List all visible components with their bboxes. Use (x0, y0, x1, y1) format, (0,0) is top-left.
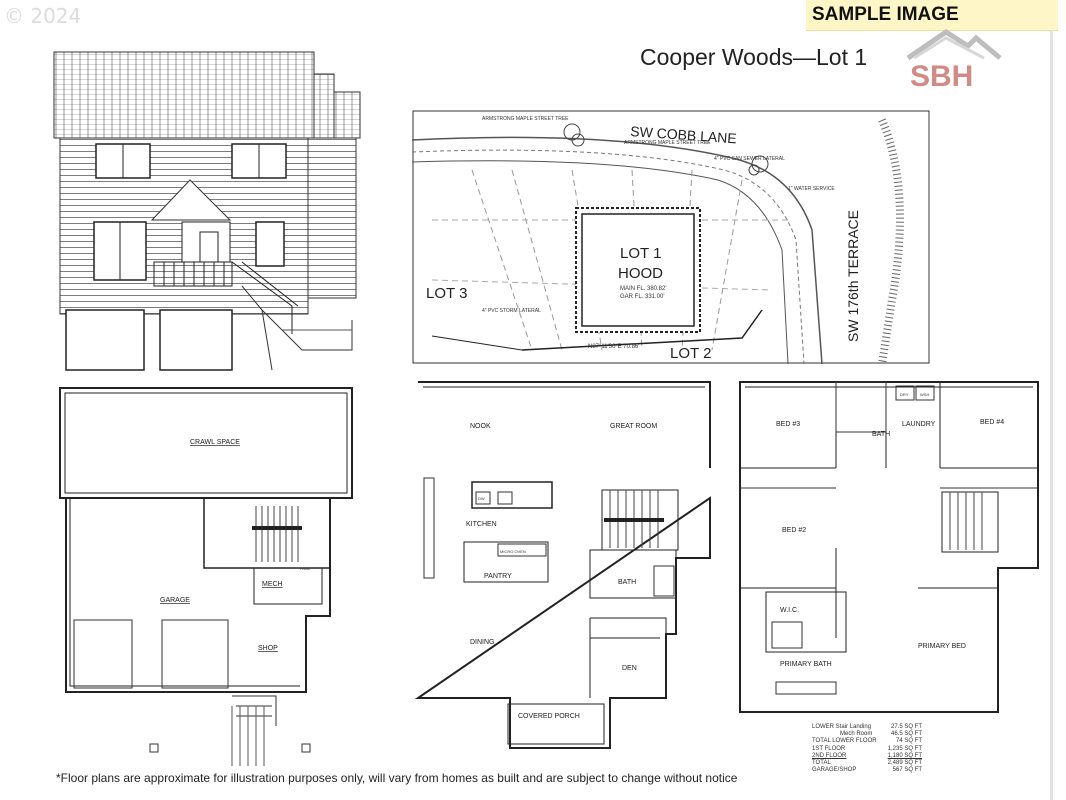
sqft-row: Mech Room 46.5 SQ FT (812, 731, 922, 738)
site-plan-drawing: SW COBB LANE SW 176th TERRACE LOT 1 HOOD… (412, 110, 930, 364)
upper-primary-bath-label: PRIMARY BATH (780, 661, 832, 668)
sqft-value: 1,235 SQ FT (887, 745, 922, 752)
site-note-sewer: 4" PVC SAN SEWER LATERAL (714, 156, 785, 162)
site-lot-label: LOT 1 (620, 245, 661, 262)
main-den-label: DEN (622, 665, 637, 672)
sqft-value: 2,489 SQ FT (887, 760, 922, 767)
main-dining-label: DINING (470, 639, 495, 646)
site-note-water: 1" WATER SERVICE (788, 186, 835, 192)
site-plan-name: HOOD (618, 265, 663, 282)
site-main-floor-elev: MAIN FL. 380.82' (620, 286, 667, 292)
main-covered-porch-label: COVERED PORCH (518, 713, 580, 720)
sqft-row: TOTAL LOWER FLOOR 74 SQ FT (812, 738, 922, 745)
sqft-label: TOTAL (812, 760, 831, 767)
main-nook-label: NOOK (470, 423, 491, 430)
sqft-label: TOTAL LOWER FLOOR (812, 738, 877, 745)
upper-wic-label: W.I.C. (780, 607, 799, 614)
page-title: Cooper Woods—Lot 1 (640, 44, 868, 70)
copyright-text: © 2024 (4, 4, 82, 28)
upper-primary-bed-label: PRIMARY BED (918, 643, 966, 650)
sqft-row: 1ST FLOOR 1,235 SQ FT (812, 746, 922, 753)
main-dw-label: DW (478, 496, 485, 501)
sqft-value: 567 SQ FT (892, 767, 922, 774)
upper-wsh-label: WSH (920, 392, 929, 397)
site-note-bearing: N87°11'30"E 70.86' (588, 344, 639, 350)
upper-bed4-label: BED #4 (980, 419, 1004, 426)
lower-hvac-label: HVAC (300, 566, 311, 571)
sqft-value: 46.5 SQ FT (890, 731, 922, 738)
sqft-value: 1,180 SQ FT (887, 752, 922, 759)
sqft-label: 2ND FLOOR (812, 752, 847, 759)
main-bath-label: BATH (618, 579, 636, 586)
sqft-label: Mech Room (840, 731, 873, 738)
lower-shop-label: SHOP (258, 645, 278, 652)
sqft-value: 27.5 SQ FT (890, 724, 922, 730)
disclaimer-footnote: *Floor plans are approximate for illustr… (56, 771, 738, 785)
lower-crawl-label: CRAWL SPACE (190, 439, 240, 446)
logo-text: SBH (910, 60, 973, 90)
site-lot-bottom: LOT 2 (670, 345, 711, 362)
main-floor-plan: NOOK GREAT ROOM KITCHEN MICRO OVEN DW PA… (414, 381, 711, 749)
main-micro-oven-label: MICRO OVEN (500, 549, 526, 554)
square-footage-table: LOWER Stair Landing 27.5 SQ FT Mech Room 4… (812, 724, 922, 774)
sqft-label: 1ST FLOOR (812, 745, 846, 752)
sqft-label: LOWER Stair Landing (812, 724, 872, 730)
upper-floor-plan: BED #3 BATH LAUNDRY DRY WSH BED #4 BED #… (739, 381, 1039, 713)
upper-bath-label: BATH (872, 431, 890, 438)
main-great-room-label: GREAT ROOM (610, 423, 657, 430)
sqft-row: LOWER Stair Landing 27.5 SQ FT (812, 724, 922, 731)
front-elevation-drawing (53, 51, 361, 371)
site-street-right: SW 176th TERRACE (845, 210, 861, 342)
sbh-logo: SBH (906, 29, 1002, 90)
site-lot-left: LOT 3 (426, 285, 467, 302)
site-garage-floor-elev: GAR FL. 331.00' (620, 294, 665, 300)
lower-garage-label: GARAGE (160, 597, 190, 604)
upper-dry-label: DRY (900, 392, 909, 397)
sqft-row: GARAGE/SHOP 567 SQ FT (812, 767, 922, 774)
upper-laundry-label: LAUNDRY (902, 421, 936, 428)
site-street-top: SW COBB LANE (630, 123, 737, 146)
main-kitchen-label: KITCHEN (466, 521, 497, 528)
site-note-storm: 4" PVC STORM LATERAL (482, 308, 541, 314)
sample-image-banner: SAMPLE IMAGE (806, 0, 1058, 31)
main-pantry-label: PANTRY (484, 573, 512, 580)
lower-mech-label: MECH (262, 581, 283, 588)
site-note-tree1: ARMSTRONG MAPLE STREET TREE (482, 116, 569, 122)
upper-bed2-label: BED #2 (782, 527, 806, 534)
upper-bed3-label: BED #3 (776, 421, 800, 428)
sqft-label: GARAGE/SHOP (812, 767, 857, 774)
sample-image-label: SAMPLE IMAGE (812, 4, 959, 25)
sqft-row: TOTAL 2,489 SQ FT (812, 760, 922, 767)
sqft-value: 74 SQ FT (895, 738, 922, 745)
lower-floor-plan: CRAWL SPACE GARAGE MECH HVAC SHOP (59, 387, 353, 766)
right-edge-divider (1050, 30, 1053, 800)
site-note-tree2: ARMSTRONG MAPLE STREET TREE (624, 140, 711, 146)
sqft-row: 2ND FLOOR 1,180 SQ FT (812, 753, 922, 760)
